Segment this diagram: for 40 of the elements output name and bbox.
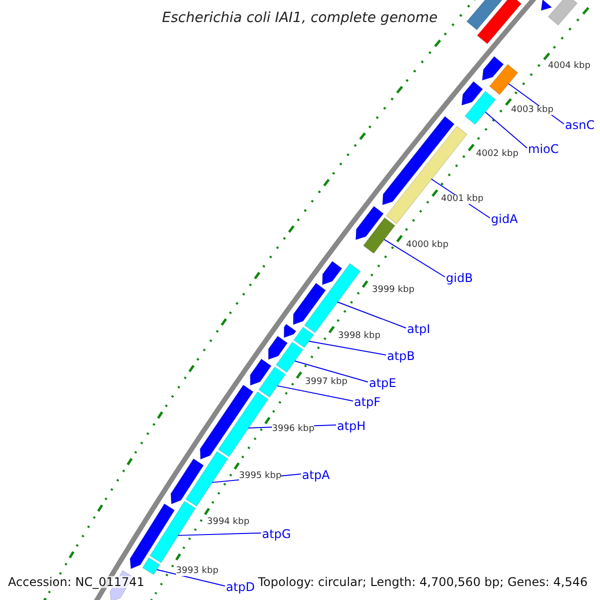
gene-bar [276, 342, 304, 373]
scale-label: 3995 kbp [239, 472, 282, 481]
gene-label: atpH [337, 420, 366, 432]
gene-bar [150, 500, 196, 564]
gene-label: atpG [262, 528, 291, 540]
gene-label: asnC [565, 119, 595, 131]
leader-line [294, 360, 368, 382]
gene-label: atpE [369, 377, 396, 389]
gene-bar [362, 217, 396, 254]
scale-label: 4000 kbp [406, 241, 448, 250]
scale-label: 4004 kbp [548, 62, 590, 71]
gene-label: mioC [528, 143, 559, 155]
leader-line [178, 532, 262, 536]
topology-text: Topology: circular; Length: 4,700,560 bp; Genes: 4,546 [258, 576, 588, 588]
gene-bar [258, 366, 286, 398]
gene-label: gidA [491, 213, 518, 225]
gene-bar [142, 557, 160, 576]
gene-bar [489, 64, 518, 96]
leader-line [308, 340, 386, 356]
gene-label: atpD [226, 581, 255, 593]
gene-label: atpA [302, 469, 330, 481]
gene-label: gidB [446, 272, 473, 284]
leader-line [484, 112, 528, 148]
gene-bar [218, 391, 269, 458]
gene-bar [464, 90, 496, 125]
leader-line [384, 239, 446, 278]
scale-label: 4001 kbp [441, 195, 484, 204]
gene-bar [386, 126, 468, 224]
scale-label: 3994 kbp [207, 518, 250, 527]
scale-label: 4003 kbp [511, 106, 554, 115]
leader-line [276, 385, 354, 402]
gene-bar [293, 326, 314, 348]
gene-bar [185, 451, 228, 507]
scale-label: 3998 kbp [338, 332, 380, 341]
gene-label: atpI [407, 323, 430, 335]
leader-line [336, 302, 406, 328]
gene-label: atpF [354, 396, 381, 408]
title: Escherichia coli IAI1, complete genome [162, 11, 438, 25]
gene-label: atpB [387, 350, 415, 362]
leader-line [156, 569, 226, 586]
